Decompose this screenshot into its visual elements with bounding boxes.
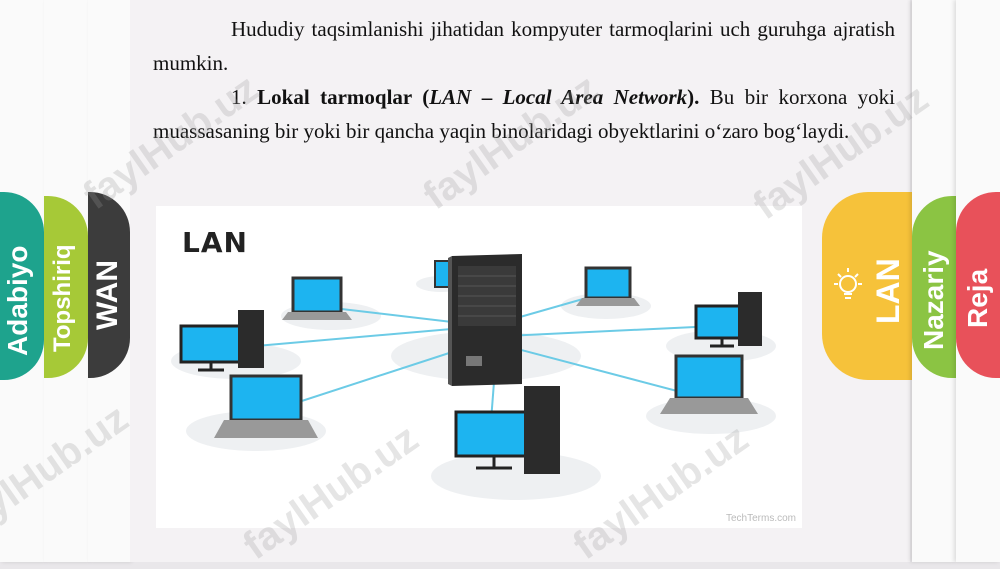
bold-term-end: ). [687,85,700,109]
list-number: 1. [231,85,247,109]
right-tab-reja[interactable]: Reja [956,0,1000,562]
tab-band [912,196,956,378]
tab-band [956,192,1000,378]
left-tab-wan[interactable]: WAN [88,0,130,562]
slide-text: Hududiy taqsimlanishi jihatidan kompyute… [153,12,895,148]
lightbulb-icon [830,264,866,309]
italic-lan: LAN [429,85,472,109]
tab-label-reja: Reja [962,268,993,328]
figure-credit: TechTerms.com [725,513,796,524]
figure-title: LAN [182,226,248,259]
server-tower [448,254,522,386]
right-tab-lan-band[interactable]: LAN [822,192,914,380]
tab-label-wan: WAN [91,260,124,330]
paragraph-intro: Hududiy taqsimlanishi jihatidan kompyute… [153,17,895,75]
lan-network-illustration [171,254,776,500]
tab-band [44,196,88,378]
italic-full-term: Local Area Network [502,85,688,109]
paragraph-rest: Bu bir korxona yoki muassasaning bir yok… [153,85,896,143]
tab-label-topshiriq: Topshiriq [49,244,76,352]
tab-label-adabiyo: Adabiyo [2,245,33,356]
bold-term-start: Lokal tarmoqlar ( [257,85,430,109]
dash: – [471,85,503,109]
tab-band [0,192,44,380]
tab-label-nazariy: Nazariy [918,250,949,350]
tab-band [88,192,130,378]
right-tab-nazariy[interactable]: Nazariy [912,0,956,562]
tab-label-lan: LAN [870,258,906,324]
left-tab-topshiriq[interactable]: Topshiriq [44,0,88,562]
paragraph-lan: 1. Lokal tarmoqlar (LAN – Local Area Net… [153,80,895,148]
left-tab-adabiyo[interactable]: Adabiyo [0,0,44,562]
lan-diagram-image: LAN TechTerms.com [156,206,802,528]
